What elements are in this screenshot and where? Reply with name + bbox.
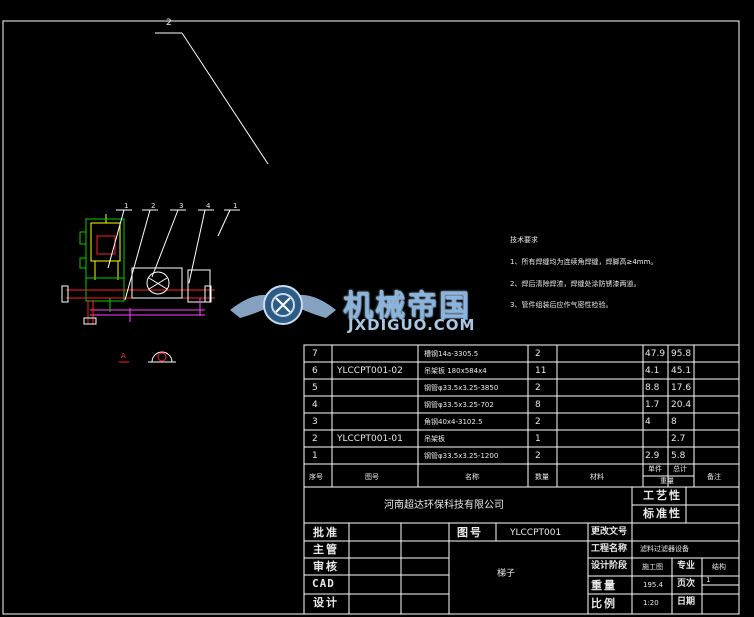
row-qty: 2 <box>535 349 541 359</box>
row-total-wt: 45.1 <box>671 366 692 376</box>
standard-label: 标准性 <box>643 507 682 520</box>
row-total-wt: 95.8 <box>671 349 692 359</box>
design-label: 设计 <box>313 596 339 609</box>
row-qty: 2 <box>535 383 541 393</box>
balloon-1: 1 <box>124 202 129 210</box>
header-no: 序号 <box>309 473 323 481</box>
row-qty: 2 <box>535 417 541 427</box>
leader-line <box>155 32 269 165</box>
design-stage-label: 设计阶段 <box>591 561 628 571</box>
balloon-2: 2 <box>151 202 156 210</box>
specialty-label: 专业 <box>677 561 696 571</box>
row-total-wt: 20.4 <box>671 400 692 410</box>
row-no: 2 <box>312 434 318 444</box>
row-qty: 8 <box>535 400 541 410</box>
review-label: 审核 <box>313 560 339 573</box>
pages-label: 页次 <box>677 579 696 589</box>
row-unit-wt: 4 <box>645 417 651 427</box>
row-no: 7 <box>312 349 318 359</box>
row-no: 4 <box>312 400 318 410</box>
row-total-wt: 5.8 <box>671 451 686 461</box>
row-name: 角钢40x4-3102.5 <box>424 418 483 426</box>
approve-label: 批准 <box>313 526 339 539</box>
assembly-view <box>61 209 240 325</box>
notes-title: 技术要求 <box>510 236 538 244</box>
weight-value: 195.4 <box>643 581 664 589</box>
header-remark: 备注 <box>707 473 721 481</box>
project-name: 滤料过滤器设备 <box>640 545 689 553</box>
cad-label: CAD <box>312 577 335 590</box>
row-name: 钢管φ33.5x3.25-1200 <box>424 452 499 460</box>
drawing-no-label: 图号 <box>457 526 483 539</box>
row-unit-wt: 4.1 <box>645 366 660 376</box>
header-code: 图号 <box>365 473 379 481</box>
row-no: 1 <box>312 451 318 461</box>
watermark-emblem <box>230 285 336 325</box>
header-material: 材料 <box>590 473 604 481</box>
chief-label: 主管 <box>313 543 339 556</box>
weight-label: 重量 <box>591 579 617 592</box>
note-3: 3、管件组装后应作气密性检验。 <box>510 301 613 309</box>
change-doc-label: 更改文号 <box>591 527 628 537</box>
header-weight: 重量 <box>660 477 674 485</box>
company-name: 河南超达环保科技有限公司 <box>384 500 504 511</box>
leader-label: 2 <box>166 18 172 28</box>
drawing-name: 梯子 <box>497 569 516 579</box>
row-qty: 2 <box>535 451 541 461</box>
date-label: 日期 <box>677 597 696 607</box>
design-stage-value: 施工图 <box>642 563 663 571</box>
section-mark: A <box>121 352 126 360</box>
row-total-wt: 2.7 <box>671 434 686 444</box>
row-no: 6 <box>312 366 318 376</box>
row-name: 槽钢14a-3305.5 <box>424 350 479 358</box>
header-single: 单件 <box>648 465 662 473</box>
note-1: 1、所有焊缝均为连续角焊缝，焊脚高≥4mm。 <box>510 258 658 266</box>
specialty-value: 结构 <box>712 563 726 571</box>
watermark-logo: 机械帝国 <box>343 289 471 324</box>
balloon-4: 4 <box>206 202 211 210</box>
row-unit-wt: 8.8 <box>645 383 660 393</box>
row-unit-wt: 1.7 <box>645 400 660 410</box>
process-label: 工艺性 <box>643 489 682 502</box>
scale-label: 比例 <box>591 597 617 610</box>
row-no: 3 <box>312 417 318 427</box>
row-qty: 1 <box>535 434 541 444</box>
row-unit-wt: 47.9 <box>645 349 666 359</box>
balloon-3: 3 <box>179 202 184 210</box>
balloon-5: 1 <box>233 202 238 210</box>
note-2: 2、焊后清除焊渣，焊缝处涂防锈漆两道。 <box>510 280 641 288</box>
row-code: YLCCPT001-01 <box>337 434 403 444</box>
row-total-wt: 17.6 <box>671 383 692 393</box>
header-total: 总计 <box>673 465 687 473</box>
project-name-label: 工程名称 <box>591 544 628 554</box>
page-value: 1 <box>706 576 711 584</box>
row-total-wt: 8 <box>671 417 677 427</box>
row-name: 吊架板 180x584x4 <box>424 367 487 375</box>
row-no: 5 <box>312 383 318 393</box>
row-name: 钢管φ33.5x3.25-702 <box>424 401 494 409</box>
scale-value: 1:20 <box>643 599 659 607</box>
section-detail <box>119 351 176 363</box>
header-qty: 数量 <box>535 473 549 481</box>
row-name: 吊架板 <box>424 435 445 443</box>
row-name: 钢管φ33.5x3.25-3850 <box>424 384 499 392</box>
row-code: YLCCPT001-02 <box>337 366 403 376</box>
row-unit-wt: 2.9 <box>645 451 660 461</box>
watermark-url: JXDIGUO.COM <box>348 316 476 334</box>
title-block-grid <box>303 344 740 615</box>
row-qty: 11 <box>535 366 547 376</box>
header-name: 名称 <box>465 473 479 481</box>
drawing-no: YLCCPT001 <box>510 528 562 538</box>
